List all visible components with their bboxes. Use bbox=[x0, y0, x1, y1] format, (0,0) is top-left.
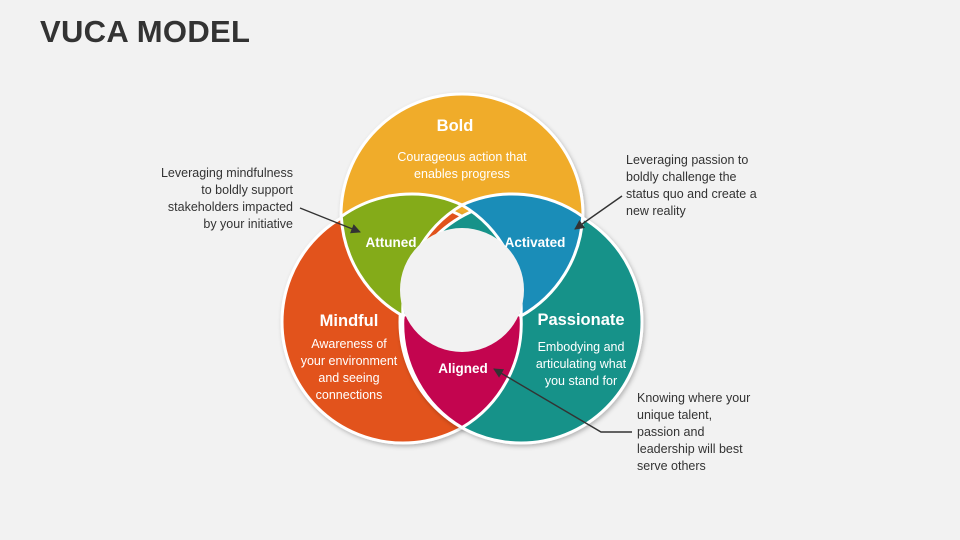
attuned-callout-line-4: by your initiative bbox=[203, 217, 293, 231]
aligned-callout: Knowing where your unique talent, passio… bbox=[637, 390, 797, 475]
activated-callout-line-4: new reality bbox=[626, 204, 686, 218]
passionate-desc-line-3: you stand for bbox=[545, 374, 617, 388]
aligned-callout-line-2: unique talent, bbox=[637, 408, 713, 422]
attuned-callout-line-2: to boldly support bbox=[201, 183, 293, 197]
activated-callout-line-1: Leveraging passion to bbox=[626, 153, 749, 167]
slide-title: VUCA MODEL bbox=[40, 14, 251, 49]
bold-desc-line-2: enables progress bbox=[414, 167, 510, 181]
mindful-title: Mindful bbox=[320, 312, 379, 330]
passionate-desc-line-1: Embodying and bbox=[538, 340, 625, 354]
mindful-desc-line-1: Awareness of bbox=[311, 337, 387, 351]
passionate-desc-line-2: articulating what bbox=[536, 357, 627, 371]
aligned-callout-line-4: leadership will best bbox=[637, 442, 743, 456]
attuned-callout-line-1: Leveraging mindfulness bbox=[160, 166, 293, 180]
activated-arrow bbox=[574, 195, 623, 230]
activated-label: Activated bbox=[505, 235, 566, 250]
attuned-callout: Leveraging mindfulness to boldly support… bbox=[140, 165, 293, 233]
aligned-arrow bbox=[493, 368, 632, 433]
attuned-callout-line-3: stakeholders impacted bbox=[167, 200, 293, 214]
activated-callout: Leveraging passion to boldly challenge t… bbox=[626, 152, 786, 220]
activated-callout-line-3: status quo and create a bbox=[626, 187, 757, 201]
activated-callout-line-2: boldly challenge the bbox=[626, 170, 737, 184]
center-hole bbox=[400, 228, 524, 352]
mindful-desc-line-3: and seeing bbox=[318, 371, 379, 385]
aligned-callout-line-3: passion and bbox=[637, 425, 705, 439]
bold-desc-line-1: Courageous action that bbox=[397, 150, 527, 164]
passionate-title: Passionate bbox=[537, 311, 624, 329]
mindful-desc-line-4: connections bbox=[316, 388, 383, 402]
mindful-desc-line-2: your environment bbox=[301, 354, 398, 368]
attuned-label: Attuned bbox=[366, 235, 417, 250]
aligned-label: Aligned bbox=[438, 361, 488, 376]
aligned-callout-line-5: serve others bbox=[637, 459, 706, 473]
attuned-arrow bbox=[299, 207, 361, 234]
aligned-callout-line-1: Knowing where your bbox=[637, 391, 751, 405]
bold-title: Bold bbox=[437, 117, 474, 135]
